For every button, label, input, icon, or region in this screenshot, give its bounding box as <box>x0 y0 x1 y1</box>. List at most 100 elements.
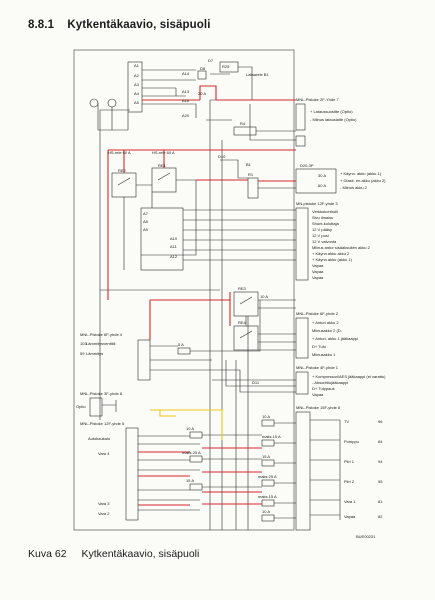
relay-re2 <box>111 172 137 198</box>
relay-r4 <box>233 126 257 136</box>
power-wire-3 <box>138 447 262 506</box>
label-f10c: 10 A <box>262 509 270 514</box>
label-f10b: 10 A <box>262 414 270 419</box>
connector-mnl12 <box>125 427 139 521</box>
label-n82: 82 <box>378 514 383 519</box>
label-n84: 84 <box>378 439 383 444</box>
label-f10a: 10 A <box>186 426 194 431</box>
label-d7: D7 <box>208 58 214 63</box>
label-vara1: Vara 1 <box>344 499 356 504</box>
label-hs60b: HS-rele 60 A <box>152 150 175 155</box>
label-piiri1: Piiri 1 <box>344 459 355 464</box>
label-a13: A13 <box>182 89 190 94</box>
label-f15b: maks.15 A <box>262 434 281 439</box>
label-a2: A2 <box>134 73 140 78</box>
control-wire-1 <box>150 409 223 440</box>
label-a9: A9 <box>143 227 149 232</box>
label-vara3: Vara 3 <box>98 501 110 506</box>
caption-label: Kuva 62 <box>28 548 67 560</box>
label-a20: A20 <box>182 113 190 118</box>
label-optio: Optio <box>76 404 86 409</box>
label-ant3: + Anturi, akku 1 jääkaappi <box>312 336 358 341</box>
contact-c <box>239 296 253 305</box>
label-lataus-off: - Miinus latauslaite (Optio) <box>310 117 357 122</box>
label-mnl3: MNL-Pistoke 3F-yhde 8 <box>80 391 123 396</box>
label-r4: R4 <box>240 121 246 126</box>
relay-re1 <box>151 167 177 193</box>
fuse-25a-1 <box>189 455 203 463</box>
connector-a1-5 <box>127 61 143 113</box>
label-pin-0: Verkkokontrolli <box>312 209 338 214</box>
label-hs60a: HS-rele 60 A <box>108 150 131 155</box>
label-a8: A8 <box>143 219 149 224</box>
label-pin-4: 12 V posi <box>312 233 329 238</box>
label-plus2: + Glask. en.akku (akku 2) <box>340 178 386 183</box>
label-a7: A7 <box>143 211 149 216</box>
connector-mnl5 <box>137 339 151 381</box>
connector-mnl6 <box>295 317 309 359</box>
label-tv: TV <box>344 419 349 424</box>
label-lataus-on: + Lataussuositte (Optio) <box>310 109 353 114</box>
label-mnl4: MNL-Pistoke 4F-yhde 1 <box>296 365 339 370</box>
label-mnl15: MNL-Pistoke 15F-yhde 8 <box>296 405 341 410</box>
pin-list-block <box>295 207 309 281</box>
label-v59: 59 <box>80 351 85 356</box>
label-a14: A14 <box>182 71 190 76</box>
label-vapaa: Vapaa <box>312 392 324 397</box>
label-a12: A12 <box>170 254 178 259</box>
label-a4: A4 <box>134 91 140 96</box>
label-f5: 5 A <box>178 342 184 347</box>
connector-top-right <box>295 103 306 131</box>
battery-meter <box>140 207 184 271</box>
wire-bus-4 <box>138 419 341 520</box>
label-re3: RE3 <box>238 286 247 291</box>
label-a1: A1 <box>134 63 140 68</box>
label-a3: A3 <box>134 82 140 87</box>
label-abs: - Absorbtiojääkaappi <box>312 380 348 385</box>
label-f25a: maks.25 A <box>182 450 201 455</box>
connector-top-right-b <box>295 135 306 147</box>
relay-re3 <box>233 291 259 317</box>
label-d8: D8 <box>200 66 206 71</box>
label-autok: Autokaukalo <box>88 436 111 441</box>
relay-re4 <box>233 325 259 351</box>
label-d10: D10 <box>218 154 226 159</box>
label-pin-9: Vapaa <box>312 263 324 268</box>
label-a10: A10 <box>170 236 178 241</box>
fuse-10a-2 <box>261 419 275 427</box>
label-mnl6: MNL-Pistoke 6F-yhde 2 <box>296 311 339 316</box>
diagram-frame <box>73 49 295 531</box>
label-f20b: maks.15 A <box>258 494 277 499</box>
label-pin-6: Miinus antur sisäaksulten akku 2 <box>312 245 371 250</box>
label-pin-7: + Käynn.akku akku 2 <box>312 251 350 256</box>
label-f20: 20 A <box>198 91 206 96</box>
label-a11: A11 <box>170 244 178 249</box>
label-d11: D11 <box>252 380 260 385</box>
label-plus1: + Käynn. akku (akku 1) <box>340 171 382 176</box>
power-wire-1 <box>107 85 296 300</box>
label-re1: RE1 <box>158 163 167 168</box>
label-ant4: D+ Tulo <box>312 344 327 349</box>
label-pin-2: Shunt-kuluttaja <box>312 221 339 226</box>
fuse-25a-2 <box>261 479 275 487</box>
label-minus1: - Miinus akku 2 <box>340 185 368 190</box>
label-d20: D20-3P <box>300 163 314 168</box>
label-n94: 94 <box>378 459 383 464</box>
fuse-15a-3 <box>261 499 275 507</box>
charger-symbol <box>107 98 117 108</box>
label-tulppa: D+ Tulppaus <box>312 386 335 391</box>
page-heading: 8.8.1 Kytkentäkaavio, sisäpuoli <box>28 19 211 31</box>
label-f15c: 15 A <box>262 454 270 459</box>
document-reference: BUE00231 <box>356 534 376 539</box>
label-lamp2: Lämmitys <box>86 351 103 356</box>
label-f30: 30 A <box>318 173 326 178</box>
heading-title: Kytkentäkaavio, sisäpuoli <box>67 19 211 31</box>
power-wire-2 <box>149 179 296 340</box>
label-f25b: maks.25 A <box>258 474 277 479</box>
label-mnl12: MNL-Pistoke 12F-yhde 5 <box>80 421 125 426</box>
label-pin-5: 12 V valvonta <box>312 239 337 244</box>
label-pin-1: Sivu ilmaisu <box>312 215 333 220</box>
wire-bus-1 <box>97 66 296 141</box>
